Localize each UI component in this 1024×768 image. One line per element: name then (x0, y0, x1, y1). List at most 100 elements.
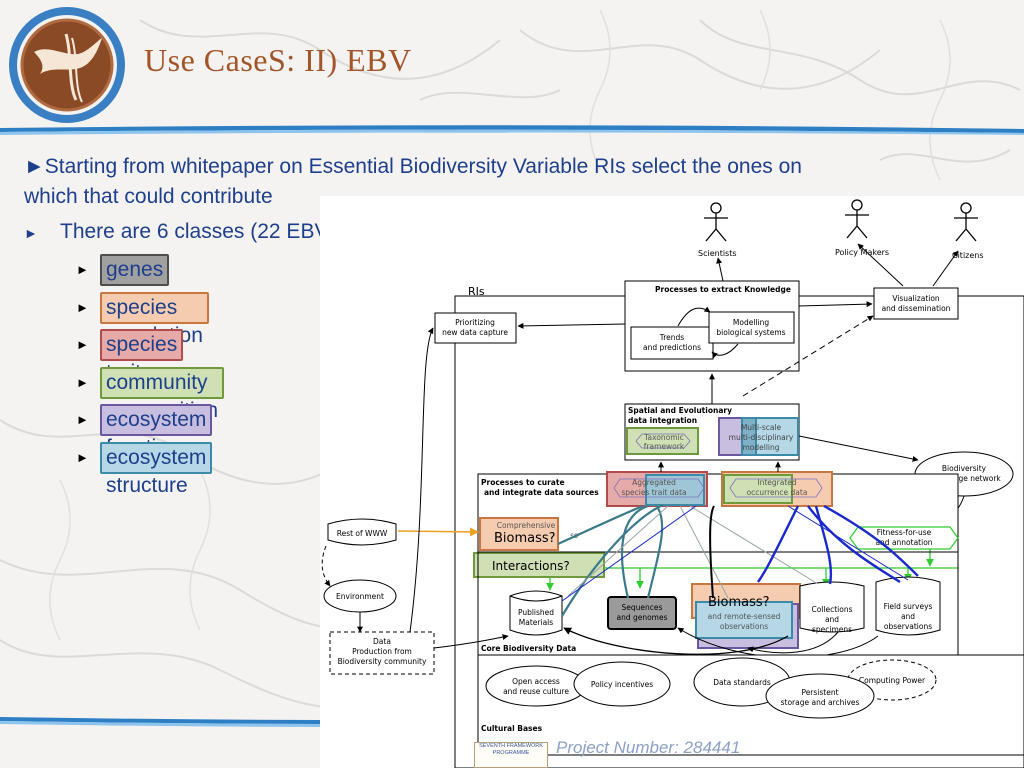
field-surveys-label-3: observations (884, 622, 932, 631)
published-label: Published (518, 608, 554, 617)
bullet-whitepaper: ►Starting from whitepaper on Essential B… (24, 155, 802, 208)
aggregated-label: Aggregated (632, 478, 676, 487)
published-label-2: Materials (519, 618, 553, 627)
citizens-actor (954, 202, 978, 242)
taxonomic-label-2: framework (644, 442, 685, 451)
ebv-tag: species population (100, 291, 209, 347)
ebv-tag: species traits (100, 329, 184, 384)
policy-incentives-node (573, 661, 671, 707)
bullet-arrow: ► (76, 299, 89, 315)
field-surveys-node (875, 576, 941, 636)
project-logo (9, 7, 125, 123)
visualization-box (873, 287, 959, 320)
ebv-tag: ecosystem structure (100, 441, 213, 497)
data-production-box (329, 631, 435, 675)
spatial-label-2: data integration (628, 416, 697, 425)
fp7-logo: SEVENTH FRAMEWORK PROGRAMME (474, 742, 548, 768)
sequences-node (607, 596, 677, 630)
biomass-label-1: Biomass? (494, 531, 556, 546)
bullet-arrow: ► (76, 412, 89, 427)
curate-label-2: and integrate data sources (484, 488, 599, 497)
sequences-label-2: and genomes (616, 613, 667, 622)
fitness-label-2: and annotation (875, 538, 932, 547)
multiscale-mid (741, 417, 757, 456)
computing-power-label: Computing Power (859, 676, 926, 685)
scientists-actor (704, 202, 728, 242)
comprehensive-box (479, 517, 559, 551)
persistent-storage-label: Persistent (801, 688, 838, 697)
persistent-storage-label-2: storage and archives (781, 698, 860, 707)
policy-incentives-label: Policy incentives (591, 680, 653, 689)
prioritizing-label: Prioritizing (455, 318, 495, 327)
modelling-label-2: biological systems (716, 328, 785, 337)
aggregated-label-2: species trait data (621, 488, 686, 497)
ebv-tag: community composition (100, 366, 225, 422)
ebv-tag: genes (100, 254, 170, 286)
remote-sensed-label: and remote-sensed (708, 612, 781, 621)
open-access-node (485, 665, 587, 707)
policy-makers-label: Policy Makers (835, 248, 889, 257)
taxonomic-label: Taxonomic (643, 433, 684, 442)
data-production-label: Data (373, 637, 391, 646)
open-access-label-2: and reuse culture (503, 687, 569, 696)
modelling-box (708, 311, 795, 344)
comprehensive-label: Comprehensive (497, 521, 556, 530)
core-data-label: Core Biodiversity Data (481, 644, 576, 653)
field-surveys-label-2: and (901, 612, 915, 621)
bullet-classes-text: There are 6 classes (22 EBVs): (60, 220, 352, 243)
bullet-classes: ►There are 6 classes (22 EBVs): (24, 220, 352, 244)
prioritizing-box (434, 312, 517, 344)
remote-sensed-label-2: observations (720, 622, 768, 631)
scientists-label: Scientists (698, 249, 737, 258)
bullet-arrow: ► (76, 262, 89, 277)
rest-of-www-node (327, 518, 397, 546)
visualization-label: Visualization (892, 294, 940, 303)
rest-of-www-label: Rest of WWW (337, 529, 388, 538)
bullet-arrow: ► (76, 449, 89, 465)
trends-label-2: and predictions (643, 343, 701, 352)
integrated-label: Integrated (757, 478, 797, 487)
collections-node (799, 581, 865, 633)
biodiversity-network-label-2: knowledge network (927, 474, 1001, 483)
multiscale-label-2: multi-disciplinary (729, 433, 794, 442)
biomass-label-2: Biomass? (708, 595, 770, 610)
sequences-label: Sequences (622, 603, 663, 612)
project-number: Project Number: 284441 (556, 738, 741, 757)
published-materials-node (509, 590, 563, 636)
modelling-label: Modelling (733, 318, 769, 327)
policy-makers-actor (845, 199, 869, 239)
data-production-label-2: Production from (352, 647, 412, 656)
bullet-arrow: ► (76, 374, 89, 390)
interactions-box (473, 552, 605, 578)
environment-label: Environment (336, 592, 384, 601)
comprehensive-label-2: ss (570, 531, 578, 540)
cultural-bases-label: Cultural Bases (481, 724, 543, 733)
remote-sensed-blue (695, 601, 793, 639)
slide-title: Use CaseS: II) EBV (144, 42, 412, 78)
collections-label: Collections (811, 605, 852, 614)
citizens-label: Citizens (952, 251, 984, 260)
biodiversity-network-label: Biodiversity (942, 464, 987, 473)
integrated-label-2: occurrence data (747, 488, 808, 497)
header-divider (0, 125, 1024, 135)
collections-label-3: specimens (812, 625, 852, 634)
prioritizing-label-2: new data capture (442, 328, 508, 337)
visualization-label-2: and dissemination (882, 304, 951, 313)
knowledge-processes-title: Processes to extract Knowledge (655, 285, 791, 294)
multiscale-label-3: modelling (742, 443, 779, 452)
data-standards-label: Data standards (713, 678, 771, 687)
ris-label: RIs (468, 285, 485, 298)
persistent-storage-node (765, 673, 875, 719)
aggregated-traits-blue (645, 474, 705, 506)
curate-label: Processes to curate (481, 478, 565, 487)
collections-label-2: and (825, 615, 839, 624)
ri-architecture-diagram: RIs Scientists Policy Makers Citizens Pr… (320, 196, 1024, 768)
multiscale-blue (749, 417, 799, 456)
bullet-arrow: ► (76, 337, 89, 352)
ebv-tag: ecosystem function (100, 404, 213, 459)
spatial-label: Spatial and Evolutionary (628, 406, 732, 415)
multiscale-label: Multi-scale (741, 423, 782, 432)
taxonomic-framework-box (626, 427, 699, 455)
data-production-label-3: Biodiversity community (338, 657, 427, 666)
